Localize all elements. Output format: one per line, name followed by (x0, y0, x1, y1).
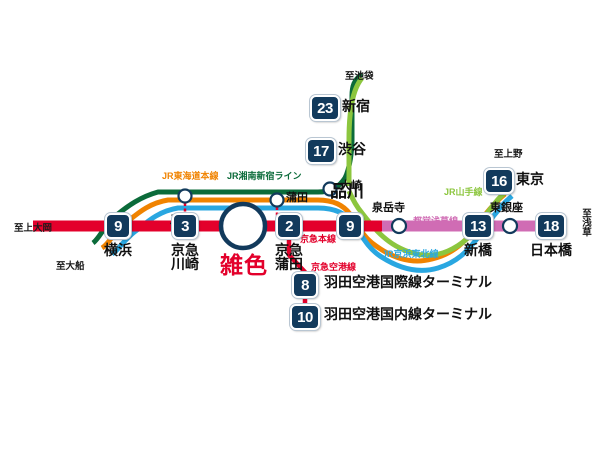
station-label-keikyu-kamata: 京急 蒲田 (275, 242, 303, 273)
line-label-jr-tokaido: JR東海道本線 (162, 171, 219, 181)
station-circle-higashiginza (501, 217, 519, 235)
station-label-zoushiki: 雑色 (220, 252, 268, 278)
station-label-tokyo: 東京 (516, 171, 544, 187)
terminus-asakusa: 至浅草 (580, 208, 591, 237)
station-label-haneda-domestic: 羽田空港国内線ターミナル (324, 306, 492, 322)
station-label-yokohama: 横浜 (104, 242, 132, 258)
line-label-keikyu-honsen: 京急本線 (300, 234, 337, 244)
station-label-keikyu-kawasaki: 京急 川崎 (171, 242, 199, 273)
station-circle-kawasaki (177, 188, 193, 204)
station-badge-shinagawa[interactable]: 9 (337, 213, 363, 239)
station-label-sengakuji: 泉岳寺 (372, 202, 405, 214)
station-label-shinjuku: 新宿 (342, 98, 370, 114)
station-badge-haneda-domestic[interactable]: 10 (290, 304, 320, 330)
station-label-kamata: 蒲田 (286, 192, 308, 204)
line-jr-yamanote-north (346, 76, 364, 186)
station-badge-shibuya[interactable]: 17 (306, 138, 336, 164)
station-label-higashiginza: 東銀座 (490, 202, 523, 214)
station-label-haneda-intl: 羽田空港国際線ターミナル (324, 274, 492, 290)
station-circle-kamata (269, 192, 285, 208)
station-label-osaki: 大崎 (340, 180, 362, 192)
terminus-ofuna: 至大船 (56, 261, 85, 272)
station-badge-shinjuku[interactable]: 23 (310, 95, 340, 121)
station-label-shibuya: 渋谷 (338, 141, 366, 157)
line-label-jr-keihin-tohoku: JR京浜東北線 (382, 249, 439, 259)
line-jr-yamanote (346, 188, 510, 258)
terminus-kaminooka: 至上大岡 (14, 223, 53, 234)
line-label-jr-yamanote: JR山手線 (444, 187, 483, 197)
terminus-ikebukuro: 至池袋 (345, 71, 374, 82)
station-label-shinagawa: 品川 (330, 182, 364, 201)
station-circle-zoushiki (218, 201, 268, 251)
station-badge-shimbashi[interactable]: 13 (463, 213, 493, 239)
station-badge-tokyo[interactable]: 16 (484, 168, 514, 194)
station-badge-keikyu-kawasaki[interactable]: 3 (172, 213, 198, 239)
line-label-toei-asakusa: 都営浅草線 (413, 216, 459, 226)
station-badge-haneda-intl[interactable]: 8 (292, 272, 318, 298)
line-label-jr-shonan-shinjuku: JR湘南新宿ライン (227, 171, 302, 181)
station-badge-keikyu-kamata[interactable]: 2 (276, 213, 302, 239)
station-label-nihombashi: 日本橋 (530, 242, 572, 258)
station-circle-sengakuji (390, 217, 408, 235)
station-label-shimbashi: 新橋 (464, 242, 492, 258)
station-badge-nihombashi[interactable]: 18 (536, 213, 566, 239)
station-badge-yokohama[interactable]: 9 (105, 213, 131, 239)
line-label-keikyu-kuko: 京急空港線 (311, 262, 357, 272)
station-circle-osaki (322, 181, 338, 197)
terminus-ueno: 至上野 (494, 149, 523, 160)
